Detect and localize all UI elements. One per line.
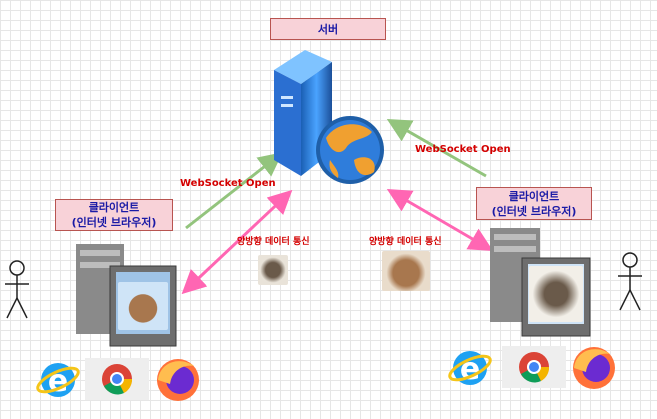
client-label-right: 클라이언트 (인터넷 브라우저) — [476, 187, 592, 220]
person-icon-right — [618, 252, 642, 311]
internet-explorer-icon-right: e — [448, 351, 492, 387]
teddy-bear-photo-small — [382, 251, 430, 291]
dog-photo-small — [258, 255, 288, 285]
client-label-left: 클라이언트 (인터넷 브라우저) — [55, 199, 173, 231]
bidir-arrow-right — [386, 188, 494, 252]
person-icon-left — [5, 260, 29, 319]
chrome-icon-left — [85, 358, 149, 400]
teddy-bear-photo-screen-left — [118, 282, 168, 330]
internet-explorer-icon-left: e — [36, 363, 80, 399]
globe-icon — [316, 116, 384, 184]
edge-label-bidir-left: 양방향 데이터 통신 — [237, 237, 310, 247]
edge-label-bidir-right: 양방향 데이터 통신 — [369, 237, 442, 247]
client-label-right-line1: 클라이언트 — [508, 189, 560, 203]
firefox-icon-right — [573, 347, 615, 389]
chrome-icon-right — [502, 346, 566, 388]
open-arrow-right — [386, 119, 487, 178]
bidir-arrow-left — [181, 189, 293, 295]
firefox-icon-left — [157, 359, 199, 401]
client-label-left-line1: 클라이언트 — [88, 201, 140, 214]
client-label-right-line2: (인터넷 브라우저) — [491, 204, 577, 218]
dog-photo-screen-right — [529, 266, 583, 322]
server-label: 서버 — [270, 18, 386, 40]
server-label-text: 서버 — [317, 22, 339, 36]
edge-label-open-right: WebSocket Open — [415, 144, 511, 155]
edge-label-open-left: WebSocket Open — [180, 178, 276, 189]
client-label-left-line2: (인터넷 브라우저) — [71, 216, 157, 229]
